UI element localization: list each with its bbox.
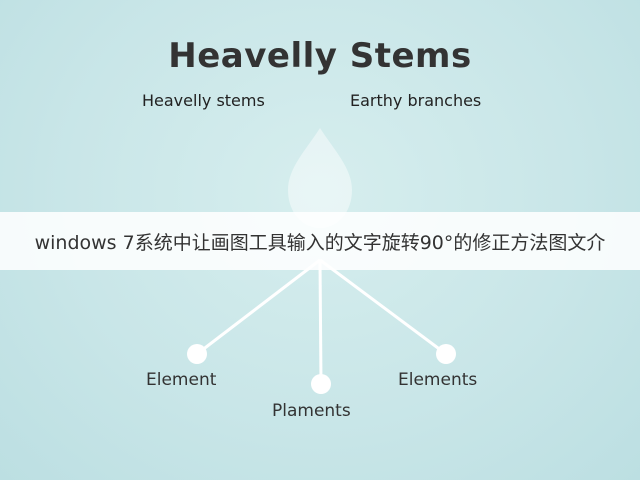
- diagram-title: Heavelly Stems: [168, 36, 472, 76]
- water-drop-shape: [288, 128, 352, 228]
- node-label-elements: Elements: [398, 370, 478, 390]
- heading-heavelly-stems: Heavelly stems: [142, 91, 265, 110]
- banner-text: windows 7系统中让画图工具输入的文字旋转90°的修正方法图文介: [34, 231, 606, 254]
- caption-banner: windows 7系统中让画图工具输入的文字旋转90°的修正方法图文介: [0, 212, 640, 270]
- node-dot-right: [436, 344, 456, 364]
- node-label-plaments: Plaments: [272, 401, 351, 421]
- branch-line-left: [196, 258, 321, 356]
- branch-line-right: [319, 258, 447, 356]
- heading-earthy-branches: Earthy branches: [350, 91, 482, 110]
- branch-line-middle: [318, 259, 323, 385]
- node-label-element: Element: [146, 370, 217, 390]
- node-dot-middle: [311, 374, 331, 394]
- node-dot-left: [187, 344, 207, 364]
